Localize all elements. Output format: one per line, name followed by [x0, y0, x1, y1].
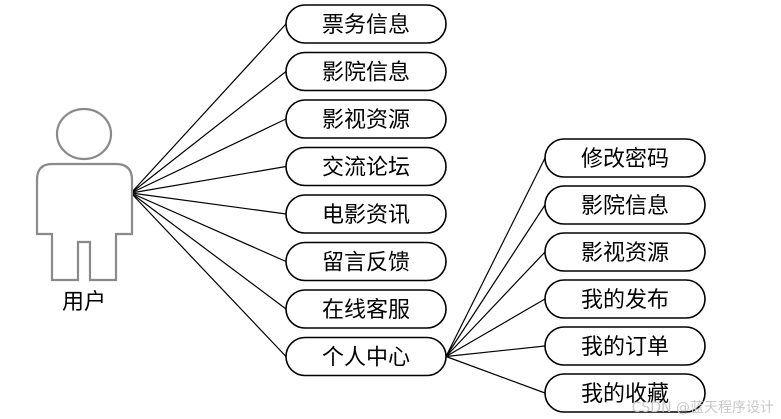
user-function-edge [130, 165, 287, 194]
user-function-box [285, 4, 447, 44]
user-function-box [285, 51, 447, 92]
user-function-edge [130, 192, 287, 263]
person-icon [35, 107, 134, 282]
user-function-node: 个人中心 [285, 336, 447, 377]
personal-center-function-label: 影院信息 [581, 194, 669, 219]
user-function-edge [130, 118, 287, 194]
user-function-node: 影院信息 [285, 51, 447, 92]
personal-center-function-edge [445, 251, 546, 357]
personal-center-function-edge [445, 204, 546, 357]
user-function-label: 影视资源 [322, 108, 410, 133]
personal-center-function-edge [445, 157, 546, 357]
personal-center-function-node: 修改密码 [544, 138, 706, 178]
personal-center-function-node: 我的发布 [544, 279, 706, 319]
user-function-label: 交流论坛 [322, 156, 410, 181]
user-function-node: 交流论坛 [285, 146, 447, 187]
personal-center-function-node: 影视资源 [544, 232, 706, 272]
user-function-node: 在线客服 [285, 289, 447, 329]
personal-center-function-box [544, 373, 706, 413]
personal-center-function-node: 我的订单 [544, 326, 706, 366]
user-function-box [285, 99, 447, 139]
personal-center-function-box [544, 185, 706, 225]
user-function-box [285, 289, 447, 329]
user-function-node: 票务信息 [285, 4, 447, 44]
user-function-label: 电影资讯 [322, 203, 410, 228]
user-function-edge [130, 71, 287, 194]
personal-center-function-node: 影院信息 [544, 185, 706, 225]
user-function-box [285, 336, 447, 377]
personal-center-function-label: 我的订单 [581, 335, 669, 360]
personal-center-function-label: 影视资源 [581, 241, 669, 266]
user-function-label: 票务信息 [322, 13, 410, 38]
watermark: CSDN @蓝天程序设计 [632, 400, 774, 416]
personal-center-function-box [544, 326, 706, 366]
user-function-node: 影视资源 [285, 99, 447, 139]
personal-center-function-node: 我的收藏 [544, 373, 706, 413]
personal-center-function-edge [445, 298, 546, 358]
personal-center-edges [445, 157, 546, 394]
user-function-node: 留言反馈 [285, 241, 447, 282]
actor-label: 用户 [62, 290, 106, 315]
user-function-label: 留言反馈 [322, 251, 410, 276]
personal-center-function-label: 我的发布 [581, 288, 669, 313]
user-function-box [285, 194, 447, 234]
personal-center-function-edge [445, 345, 546, 358]
personal-center-function-box [544, 279, 706, 319]
personal-center-function-label: 修改密码 [581, 147, 669, 172]
user-function-edge [130, 192, 287, 215]
user-function-edge [130, 192, 287, 310]
personal-center-function-box [544, 232, 706, 272]
actor-edges [130, 23, 287, 357]
user-function-label: 个人中心 [322, 346, 410, 371]
user-function-box [285, 241, 447, 282]
personal-center-function-label: 我的收藏 [581, 382, 669, 407]
user-function-edge [130, 192, 287, 357]
user-function-node: 电影资讯 [285, 194, 447, 234]
user-function-label: 在线客服 [322, 298, 410, 323]
user-function-box [285, 146, 447, 187]
user-function-label: 影院信息 [322, 61, 410, 86]
personal-center-function-box [544, 138, 706, 178]
personal-center-function-edge [445, 355, 546, 394]
user-function-edge [130, 23, 287, 194]
